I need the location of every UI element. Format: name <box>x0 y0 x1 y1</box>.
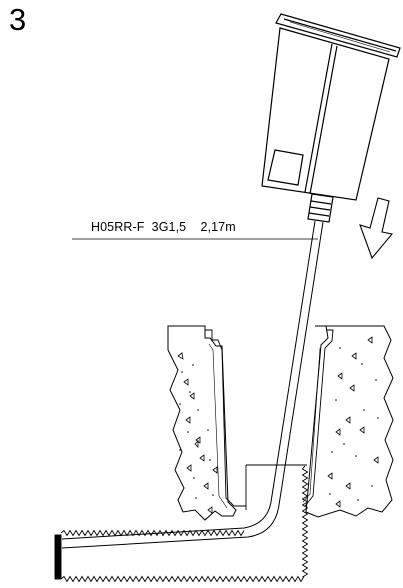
cable-line <box>61 220 324 549</box>
conduit-pipe <box>54 464 309 583</box>
fixture-body-icon <box>261 13 401 223</box>
concrete-housing <box>167 325 394 521</box>
cable-type-label: H05RR-F <box>91 220 145 234</box>
step-number: 3 <box>9 2 27 37</box>
cable-length: 2,17m <box>200 220 236 234</box>
cable-spec-label: H05RR-F 3G1,5 2,17m <box>91 220 236 234</box>
insertion-arrow-icon <box>359 197 394 260</box>
cable-spec: 3G1,5 <box>151 220 187 234</box>
